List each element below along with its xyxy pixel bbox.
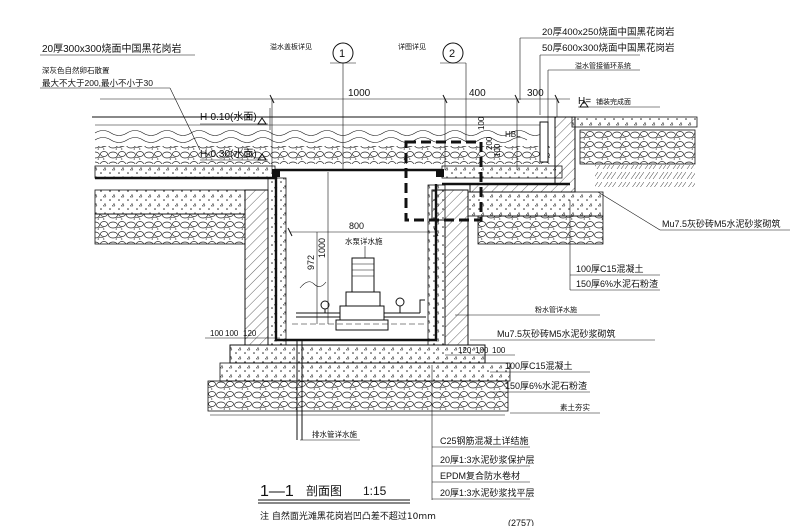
callout-right-8: 素土夯实 [560, 402, 590, 412]
dim-100-right: 100 [475, 346, 489, 355]
callout-top-right-3: 溢水管接循环系统 [575, 61, 631, 70]
callout-top-left-2: 深灰色自然卵石散置 [42, 65, 110, 75]
dim-100-left2: 100 [225, 329, 239, 338]
drawing-title [258, 499, 410, 504]
base-gravel-right [477, 215, 604, 245]
level-markers [200, 100, 660, 161]
overflow-pipe [539, 121, 549, 163]
circle-2-label: 2 [449, 48, 455, 60]
right-paving [571, 116, 698, 128]
pit-gravel [207, 380, 509, 412]
dim-1000-top: 1000 [348, 88, 371, 99]
top-slab-left [94, 165, 276, 179]
callout-right-1: Mu7.5灰砂砖M5水泥砂浆砌筑 [662, 218, 781, 229]
drain-pipe [296, 340, 303, 440]
low-level-label: H-0.30(水面) [200, 148, 257, 160]
title-sub: 剖面图 [306, 484, 342, 498]
pebble-layer [95, 146, 550, 164]
dim-100-b: 100 [477, 116, 486, 130]
top-slab-right [441, 165, 563, 179]
callout-top-mid-2: 详图详见 [398, 42, 426, 51]
finish-level-label: H= [578, 96, 591, 107]
dim-1000-vert: 1000 [317, 238, 327, 258]
pump-assembly [296, 257, 426, 331]
dim-120-left: 120 [243, 329, 257, 338]
callout-top-left-3: 最大不大于200,最小不小于30 [42, 78, 153, 88]
base-gravel-left [94, 213, 246, 245]
dim-800: 800 [349, 221, 364, 231]
pit-bottom-slab [229, 344, 486, 364]
circle-1-label: 1 [339, 48, 345, 60]
callout-bottom-2: 20厚1:3水泥砂浆保护层 [440, 454, 535, 465]
callout-right-3: 150厚6%水泥石粉渣 [576, 278, 658, 289]
water-level-label: H-0.10(水面) [200, 111, 257, 123]
detail-marker-1 [330, 42, 356, 170]
callout-right-5: Mu7.5灰砂砖M5水泥砂浆砌筑 [497, 328, 616, 339]
bottom-cut-text: (2757) [508, 518, 534, 526]
callout-bottom-3: EPDM复合防水卷材 [440, 470, 520, 481]
callout-right-4: 粉水管详水施 [535, 305, 577, 314]
dim-100-left: 100 [210, 329, 224, 338]
dim-972: 972 [306, 255, 316, 270]
pit-wall-left [244, 189, 269, 346]
hbl-tag: HBL [505, 130, 521, 139]
callout-right-2: 100厚C15混凝土 [576, 263, 644, 274]
callout-top-right-1: 20厚400x250烧面中国黑花岗岩 [542, 26, 675, 38]
callout-bottom-4: 20厚1:3水泥砂浆找平层 [440, 487, 535, 498]
right-wall [469, 116, 576, 193]
callout-top-right-2: 50厚600x300烧面中国黑花岗岩 [542, 42, 675, 54]
drawing-note: 注 自然面光滩黑花岗岩凹凸差不超过10mm [260, 510, 436, 522]
callout-right-7: 150厚6%水泥石粉渣 [505, 380, 587, 391]
dim-100-a: 100 [493, 143, 502, 157]
callout-top-mid-1: 溢水盖板详见 [270, 42, 312, 51]
callout-top-left-1: 20厚300x300烧面中国黑花岗岩 [42, 42, 182, 55]
dim-100-right2: 100 [492, 346, 506, 355]
drain-label: 排水管详水施 [312, 429, 357, 439]
base-concrete-right [467, 191, 604, 217]
callout-bottom-1: C25钢筋混凝土详结施 [440, 435, 529, 446]
dimension-top [100, 94, 570, 172]
dim-400: 400 [469, 88, 486, 99]
finish-level-note: 铺装完成面 [596, 97, 631, 106]
title-scale: 1:15 [363, 484, 387, 498]
detail-box [404, 140, 483, 222]
callout-right-6: 100厚C15混凝土 [505, 360, 573, 371]
dim-300: 300 [527, 88, 544, 99]
pit-c15 [219, 362, 511, 382]
dim-200: 200 [485, 136, 494, 150]
base-concrete-left [94, 189, 246, 215]
dim-120-right: 120 [458, 346, 472, 355]
detail-marker-2 [440, 42, 467, 142]
right-gravel [579, 129, 696, 165]
title-main: 1—1 [260, 483, 294, 500]
pump-label: 水泵详水施 [345, 236, 383, 246]
right-soil [595, 165, 695, 187]
